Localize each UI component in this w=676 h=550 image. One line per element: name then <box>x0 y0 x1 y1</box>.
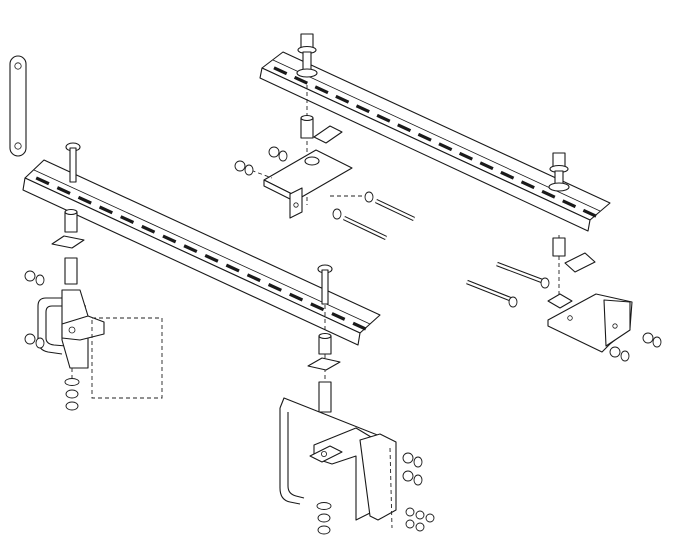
lower-rail-pin-right <box>317 264 333 305</box>
lower-rail-pin-left <box>65 142 81 183</box>
rail-slot <box>582 208 597 218</box>
rail-slot <box>331 312 346 321</box>
rail-slot <box>246 273 261 283</box>
rail-slot <box>204 253 219 263</box>
rail-slot <box>120 215 135 224</box>
rail-slot <box>397 123 412 133</box>
lower-rail <box>22 159 381 346</box>
rail-slot <box>314 85 329 95</box>
rail-slot <box>458 151 473 161</box>
rail-slot <box>335 94 350 104</box>
rail-slot <box>293 75 308 85</box>
upper-rail <box>259 51 611 232</box>
rail-slot <box>562 199 577 209</box>
rail-slot <box>355 104 370 114</box>
left-bracket-nuts <box>24 270 80 411</box>
rail-slot <box>162 234 177 244</box>
rail-slot <box>310 302 325 312</box>
rail-slot <box>352 321 367 331</box>
upper-rail-bolt-right <box>548 152 570 192</box>
rail-slot <box>273 66 288 76</box>
rail-slot <box>56 186 71 195</box>
side-strap <box>9 55 27 157</box>
rail-slot <box>77 195 92 205</box>
right-nuts-washers <box>609 332 662 362</box>
rail-slot <box>438 142 453 152</box>
rail-slot <box>479 161 494 171</box>
right-clip-bracket <box>547 235 633 353</box>
upper-center-plate-bracket <box>263 85 353 219</box>
left-u-bracket <box>37 208 163 399</box>
upper-center-long-bolts <box>330 191 415 241</box>
rail-slot <box>141 224 156 234</box>
rail-slot <box>376 113 391 123</box>
right-long-bolts <box>466 261 550 308</box>
upper-center-nuts-washers <box>234 146 288 179</box>
rail-slot <box>541 189 556 199</box>
rail-slot <box>225 263 240 273</box>
rail-slot <box>417 132 432 142</box>
upper-rail-bolt-left <box>296 33 318 78</box>
rail-slot <box>289 292 304 302</box>
center-bracket-nuts <box>316 452 435 535</box>
rail-slot <box>98 205 113 215</box>
center-u-bracket <box>279 305 397 529</box>
rail-slot <box>35 176 50 186</box>
rail-slot <box>520 180 535 190</box>
rail-slot <box>183 244 198 254</box>
rail-slot <box>500 170 515 180</box>
rail-slot <box>267 283 282 292</box>
